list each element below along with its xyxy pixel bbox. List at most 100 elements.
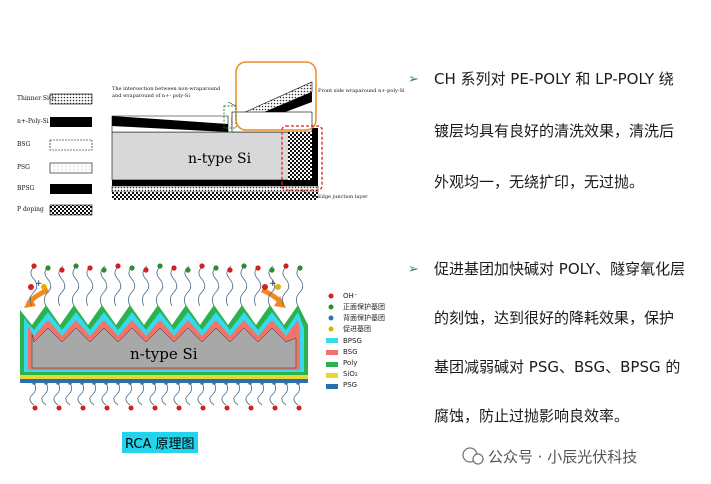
front-chain: [100, 265, 108, 307]
front-group-dot: [241, 263, 247, 269]
swatch-bpsg: [50, 184, 92, 194]
intersection-label: The intersection between non-wraparound …: [112, 86, 221, 99]
rca-legend-bpsg: BPSG: [343, 337, 362, 345]
back-group-dot: [176, 381, 180, 385]
front-group-dot: [129, 265, 135, 271]
back-chain: [149, 382, 156, 406]
front-chain: [128, 265, 136, 307]
highlight-edge: [281, 125, 323, 191]
rear-oxide: [111, 185, 319, 193]
back-chain: [269, 382, 276, 406]
front-chain: [184, 265, 192, 307]
oh-dot: [31, 263, 37, 269]
front-group-dot: [45, 265, 51, 271]
front-chain: [226, 265, 234, 307]
bullet-1-line-3: 外观均一，无绕扩印，无过抛。: [434, 173, 645, 191]
swatch-psg: [49, 162, 93, 174]
back-chain: [89, 382, 96, 406]
rear-poly: [112, 180, 312, 186]
legend-bpsg: BPSG: [17, 185, 35, 192]
front-group-dot: [157, 263, 163, 269]
legend-bsg: BSG: [17, 141, 31, 148]
front-group-dot: [269, 267, 275, 273]
front-chain: [86, 265, 94, 307]
front-chain: [30, 265, 38, 307]
bullet-2-line-4: 腐蚀，防止过抛影响良效率。: [434, 407, 630, 425]
rca-legend-psg: PSG: [343, 381, 358, 389]
back-chain: [29, 382, 36, 406]
oh-dot: [296, 405, 302, 411]
wraparound-diagram: [111, 61, 323, 200]
front-chain: [58, 265, 66, 307]
front-chain: [254, 265, 262, 307]
back-chain: [221, 382, 228, 406]
back-chain: [137, 382, 144, 406]
front-bsg-layer: [231, 111, 313, 133]
oh-dot: [200, 405, 206, 411]
front-group-dot: [213, 265, 219, 271]
front-group-dot: [185, 267, 191, 273]
back-chain: [65, 382, 72, 406]
back-chain: [101, 382, 108, 406]
bullet-arrow-icon: ➢: [408, 262, 419, 277]
front-group-dot: [297, 265, 303, 271]
front-wrap-label: Front side wraparound n+-poly-Si: [318, 88, 405, 94]
back-group-dot: [44, 381, 48, 385]
rca-legend-back-protect: 背面保护基团: [343, 314, 385, 322]
oh-dot: [224, 405, 230, 411]
rca-legend-oh: OH⁻: [343, 292, 358, 300]
oh-dot: [87, 265, 93, 271]
back-chain: [281, 382, 288, 406]
back-group-dot: [296, 381, 300, 385]
front-chain: [268, 265, 276, 307]
rca-legend-promoter: 促进基团: [343, 325, 371, 333]
oh-dot: [143, 267, 149, 273]
ntype-label-top: n-type Si: [188, 151, 252, 167]
swatch-p-doping: [49, 204, 93, 216]
legend-poly: n+-Poly-Si: [17, 118, 49, 125]
back-chain: [41, 382, 48, 406]
back-chain: [77, 382, 84, 406]
back-group-dot: [200, 381, 204, 385]
back-group-dot: [140, 381, 144, 385]
back-group-dot: [104, 381, 108, 385]
bullet-arrow-icon: ➢: [408, 72, 419, 87]
swatch-thin-sio2: [49, 93, 93, 105]
back-chain: [185, 382, 192, 406]
edge-junction-label: Edge junction layer: [318, 194, 368, 200]
rca-legend-sio2: SiO₂: [343, 370, 358, 378]
rear-doping: [112, 192, 318, 200]
oh-dot: [104, 405, 110, 411]
front-group-dot: [101, 267, 107, 273]
back-group-dot: [236, 381, 240, 385]
back-group-dot: [260, 381, 264, 385]
back-chain: [245, 382, 252, 406]
front-chain: [72, 265, 80, 307]
back-group-dot: [164, 381, 168, 385]
back-group-dot: [248, 381, 252, 385]
back-chain: [173, 382, 180, 406]
back-group-dot: [56, 381, 60, 385]
oh-dot: [283, 263, 289, 269]
oh-dot: [176, 405, 182, 411]
back-group-dot: [32, 381, 36, 385]
back-group-dot: [188, 381, 192, 385]
ntype-si-body: [31, 327, 297, 369]
back-group-dot: [224, 381, 228, 385]
rear-psg: [20, 379, 308, 383]
reactant-plus-right: +: [269, 279, 277, 289]
back-chain: [293, 382, 300, 406]
oh-dot: [32, 405, 38, 411]
oh-dot: [199, 263, 205, 269]
reactant-plus-left: +: [35, 279, 43, 289]
bullet-2-line-2: 的刻蚀，达到很好的降耗效果，保护: [434, 309, 675, 327]
back-chain: [161, 382, 168, 406]
front-chain: [212, 265, 220, 307]
highlight-intersection: [223, 105, 237, 129]
legend-top-swatches: [49, 93, 93, 216]
back-group-dot: [128, 381, 132, 385]
rca-legend: OH⁻ 正面保护基团 背面保护基团 促进基团 BPSG BSG Poly SiO…: [343, 291, 385, 391]
bullet-2-line-3: 基团减弱碱对 PSG、BSG、BPSG 的: [434, 358, 681, 376]
back-chain: [53, 382, 60, 406]
back-chain: [125, 382, 132, 406]
